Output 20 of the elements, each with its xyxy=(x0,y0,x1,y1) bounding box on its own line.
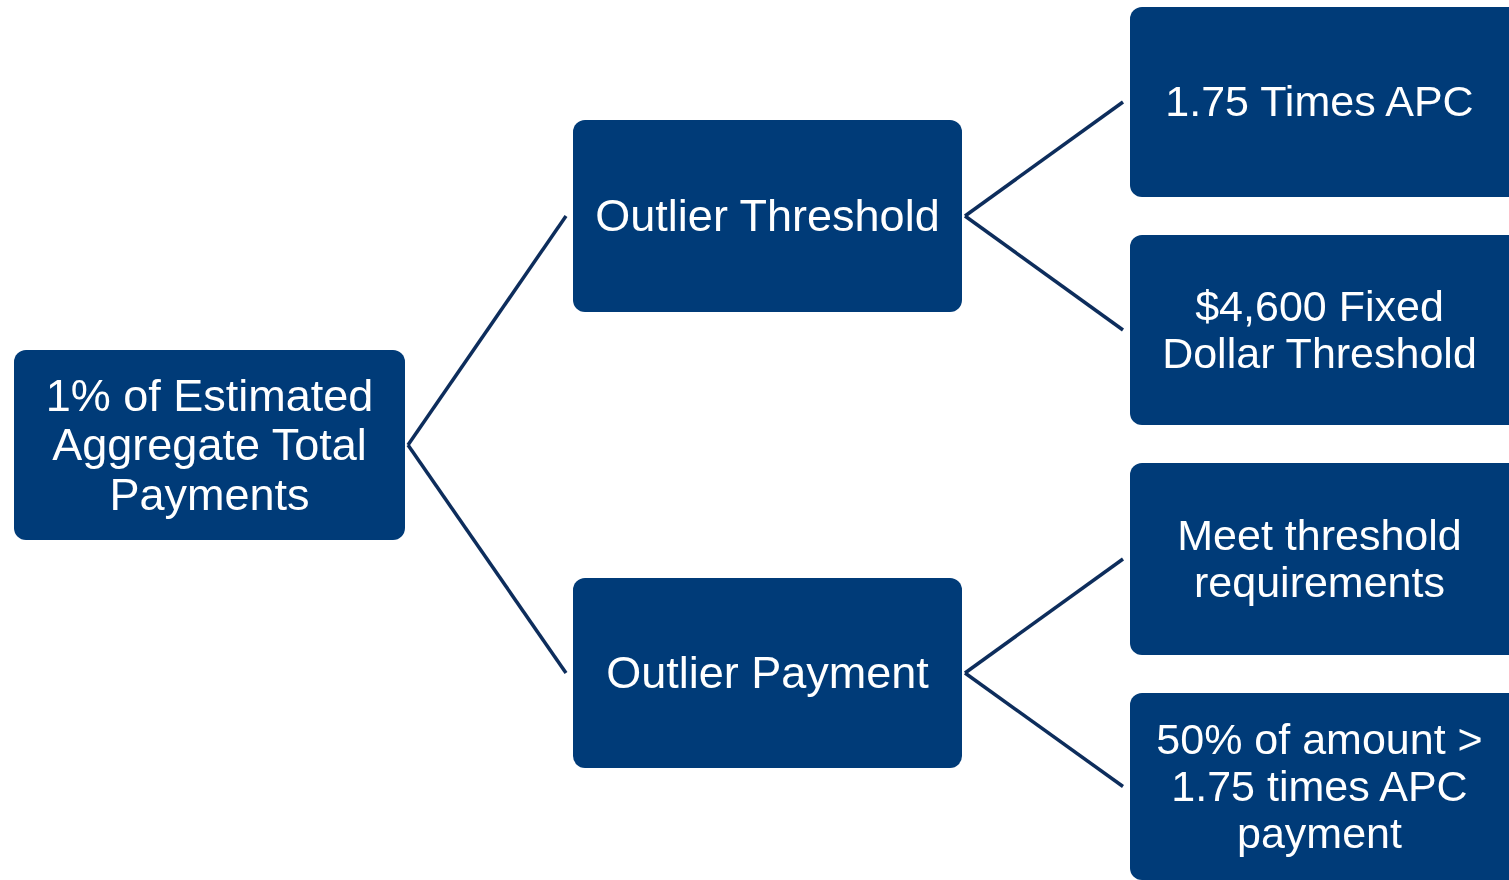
box-label: Outlier Threshold xyxy=(595,191,940,241)
connector-line xyxy=(406,215,568,446)
process-box xyxy=(1130,463,1509,655)
box-label: Meet threshold requirements xyxy=(1176,511,1463,607)
box-label: $4,600 Fixed Dollar Threshold xyxy=(1161,282,1478,378)
process-box xyxy=(14,350,405,540)
box-label: Outlier Payment xyxy=(606,648,929,698)
connector-line xyxy=(963,100,1125,218)
box-label: 50% of amount > 1.75 times APC payment xyxy=(1155,715,1484,858)
box-label: 1% of Estimated Aggregate Total Payments xyxy=(44,370,375,520)
process-box xyxy=(1130,235,1509,425)
process-box xyxy=(573,578,962,768)
process-box xyxy=(573,120,962,312)
connector-line xyxy=(963,671,1125,788)
process-box xyxy=(1130,693,1509,880)
connector-line xyxy=(963,214,1125,332)
connector-line xyxy=(963,557,1125,675)
connector-line xyxy=(406,444,568,674)
box-label: 1.75 Times APC xyxy=(1165,78,1474,126)
process-box xyxy=(1130,7,1509,197)
